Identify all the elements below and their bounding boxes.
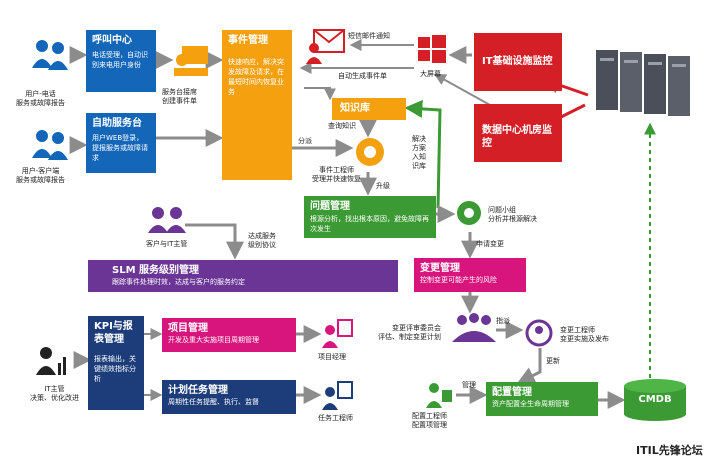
call-center-box: 呼叫中心 电话受理，自动识别来电用户身份 [86,30,156,92]
task-mgmt-box: 计划任务管理 周期性任务提醒、执行、监督 [162,380,296,414]
config-mgmt-box: 配置管理 资产配置全生命周期管理 [486,382,598,416]
project-mgmt-title: 项目管理 [168,323,208,334]
label-change-engineer: 变更工程师变更实施及发布 [560,326,609,343]
change-mgmt-box: 变更管理 控制变更可能产生的风险 [414,258,526,292]
label-big-screen: 大屏幕 [420,70,441,78]
label-task-engineer: 任务工程师 [318,414,353,422]
config-engineer-icon [426,383,452,408]
config-mgmt-desc: 资产配置全生命周期管理 [492,400,569,408]
dc-monitor-box: 数据中心机房监控 [474,104,562,162]
label-solution: 解决方案入知识库 [412,135,426,170]
arrow-solution-kb [404,99,442,209]
label-sla: 达成服务级别协议 [248,232,276,249]
label-cab: 变更评审委员会评估、制定变更计划 [378,324,441,341]
customer-it-icon [148,207,186,233]
kpi-desc: 报表输出，关键绩效指标分析 [94,355,136,383]
kpi-title: KPI与报表管理 [94,321,133,345]
arrow-event-kb [304,87,336,101]
project-mgmt-desc: 开发及重大实施项目周期管理 [168,336,259,344]
label-it-manager: IT主管决策、优化改进 [30,385,79,402]
knowledge-box: 知识库 [332,98,406,120]
project-manager-icon [322,319,353,348]
change-mgmt-title: 变更管理 [420,263,460,274]
slm-box: SLM 服务级别管理 跟踪事件处理时效，达成与客户的服务约定 [88,260,398,292]
slm-title: SLM 服务级别管理 [112,265,200,276]
gear-icon [457,201,481,225]
problem-mgmt-title: 问题管理 [310,201,350,212]
label-escalate: 升级 [376,182,390,190]
config-mgmt-title: 配置管理 [492,387,532,398]
users-icon-client [32,130,68,160]
label-engineer: 事件工程师受理并快速恢复 [312,166,361,183]
event-mgmt-title: 事件管理 [228,35,268,46]
engineer-icon [356,138,384,166]
task-mgmt-desc: 周期性任务提醒、执行、监督 [168,398,259,406]
label-user-client: 用户-客户端服务或故障报告 [16,167,65,184]
task-mgmt-title: 计划任务管理 [168,385,228,396]
label-dispatch: 分派 [298,137,312,145]
cab-icon [452,313,496,342]
label-service-desk: 服务台接席创建事件单 [162,88,197,105]
change-mgmt-desc: 控制变更可能产生的风险 [420,276,497,284]
servers-icon [596,50,690,116]
self-service-box: 自助服务台 用户WEB登录，提报服务或故障请求 [86,113,156,173]
event-mgmt-desc: 快速响应，解决突发故障及请求，在最短时间内恢复业务 [228,58,284,96]
service-desk-icon [174,46,208,76]
change-engineer-icon [525,319,553,347]
it-monitor-title: IT基础设施监控 [482,56,553,67]
label-assign: 指派 [496,317,510,325]
call-center-title: 呼叫中心 [92,35,132,46]
users-icon-phone [32,40,68,70]
self-service-desc: 用户WEB登录，提报服务或故障请求 [92,134,148,162]
label-config-engineer: 配置工程师配置项管理 [412,412,447,429]
slm-desc: 跟踪事件处理时效，达成与客户的服务约定 [112,278,245,286]
arrow-dc-screen [433,73,491,106]
label-query-kb: 查询知识 [328,122,356,130]
label-manage: 管理 [462,381,476,389]
kpi-box: KPI与报表管理 报表输出，关键绩效指标分析 [88,316,144,410]
problem-mgmt-desc: 根源分析，找出根本原因，避免故障再次发生 [310,215,429,233]
label-user-phone: 用户-电话服务或故障报告 [16,90,65,107]
label-apply-change: 申请变更 [476,240,504,248]
mail-notification-icon [306,29,345,64]
task-engineer-icon [322,381,353,410]
watermark: ITIL先锋论坛 [636,444,703,457]
cmdb-title: CMDB [638,394,672,405]
cmdb-cylinder [624,379,686,421]
label-project-manager: 项目经理 [318,353,346,361]
problem-mgmt-box: 问题管理 根源分析，找出根本原因，避免故障再次发生 [304,196,436,238]
it-manager-icon [36,347,66,375]
label-customer-it: 客户与IT主管 [146,240,188,248]
arrow-customer-slm [185,223,244,260]
knowledge-title: 知识库 [340,103,370,114]
event-mgmt-box: 事件管理 快速响应，解决突发故障及请求，在最短时间内恢复业务 [222,30,292,180]
call-center-desc: 电话受理，自动识别来电用户身份 [92,51,148,69]
arrow-update [516,348,542,384]
self-service-title: 自助服务台 [92,118,142,129]
label-problem-group: 问题小组分析并根源解决 [488,206,537,223]
label-auto-event: 自动生成事件单 [338,72,387,80]
dc-monitor-title: 数据中心机房监控 [482,125,552,149]
it-monitor-box: IT基础设施监控 [474,33,562,91]
windows-icon [418,35,446,63]
label-update: 更新 [546,357,560,365]
label-sms-mail: 短信邮件通知 [348,32,390,40]
project-mgmt-box: 项目管理 开发及重大实施项目周期管理 [162,318,296,352]
